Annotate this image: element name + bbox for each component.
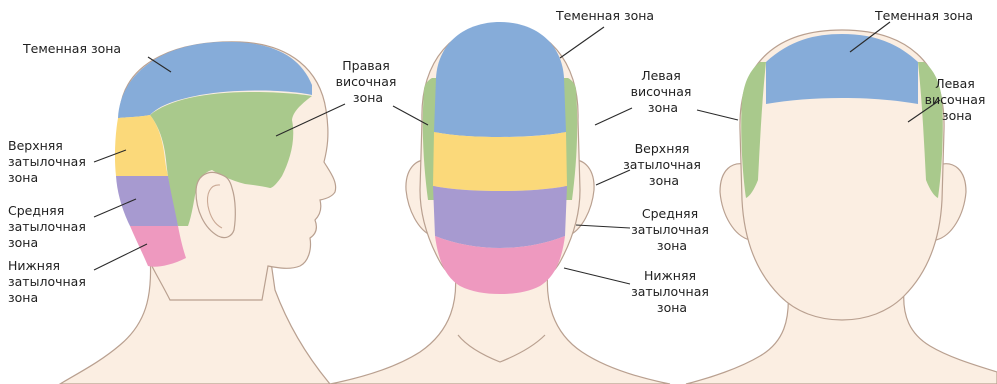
leader-side-lower-occipital <box>94 244 147 270</box>
label-side-lower-occipital: Нижняя затылочная зона <box>8 258 90 305</box>
back-upper-occipital-zone <box>433 132 567 191</box>
label-side-parietal: Теменная зона <box>22 41 121 56</box>
label-side-temporal: Правая височная зона <box>336 58 401 105</box>
label-back-middle-occipital: Средняя затылочная зона <box>631 206 713 253</box>
label-back-parietal: Теменная зона <box>555 8 654 23</box>
leader-front-temporal-left <box>697 110 738 120</box>
leader-back-middle-occipital <box>576 225 630 228</box>
label-side-middle-occipital: Средняя затылочная зона <box>8 203 90 250</box>
side-view-head <box>60 42 336 384</box>
label-back-temporal: Левая височная зона <box>631 68 696 115</box>
label-side-upper-occipital: Верхняя затылочная зона <box>8 138 90 185</box>
leader-back-parietal <box>560 27 604 58</box>
label-back-upper-occipital: Верхняя затылочная зона <box>623 141 705 188</box>
back-middle-occipital-zone <box>433 186 567 248</box>
label-front-parietal: Теменная зона <box>874 8 973 23</box>
side-lower-occipital-zone <box>130 226 186 267</box>
back-parietal-zone <box>434 22 566 137</box>
label-back-lower-occipital: Нижняя затылочная зона <box>631 268 713 315</box>
side-middle-occipital-zone <box>116 176 178 226</box>
leader-back-lower-occipital <box>564 268 630 284</box>
leader-back-upper-occipital <box>596 170 630 185</box>
leader-back-temporal-right <box>595 108 632 125</box>
